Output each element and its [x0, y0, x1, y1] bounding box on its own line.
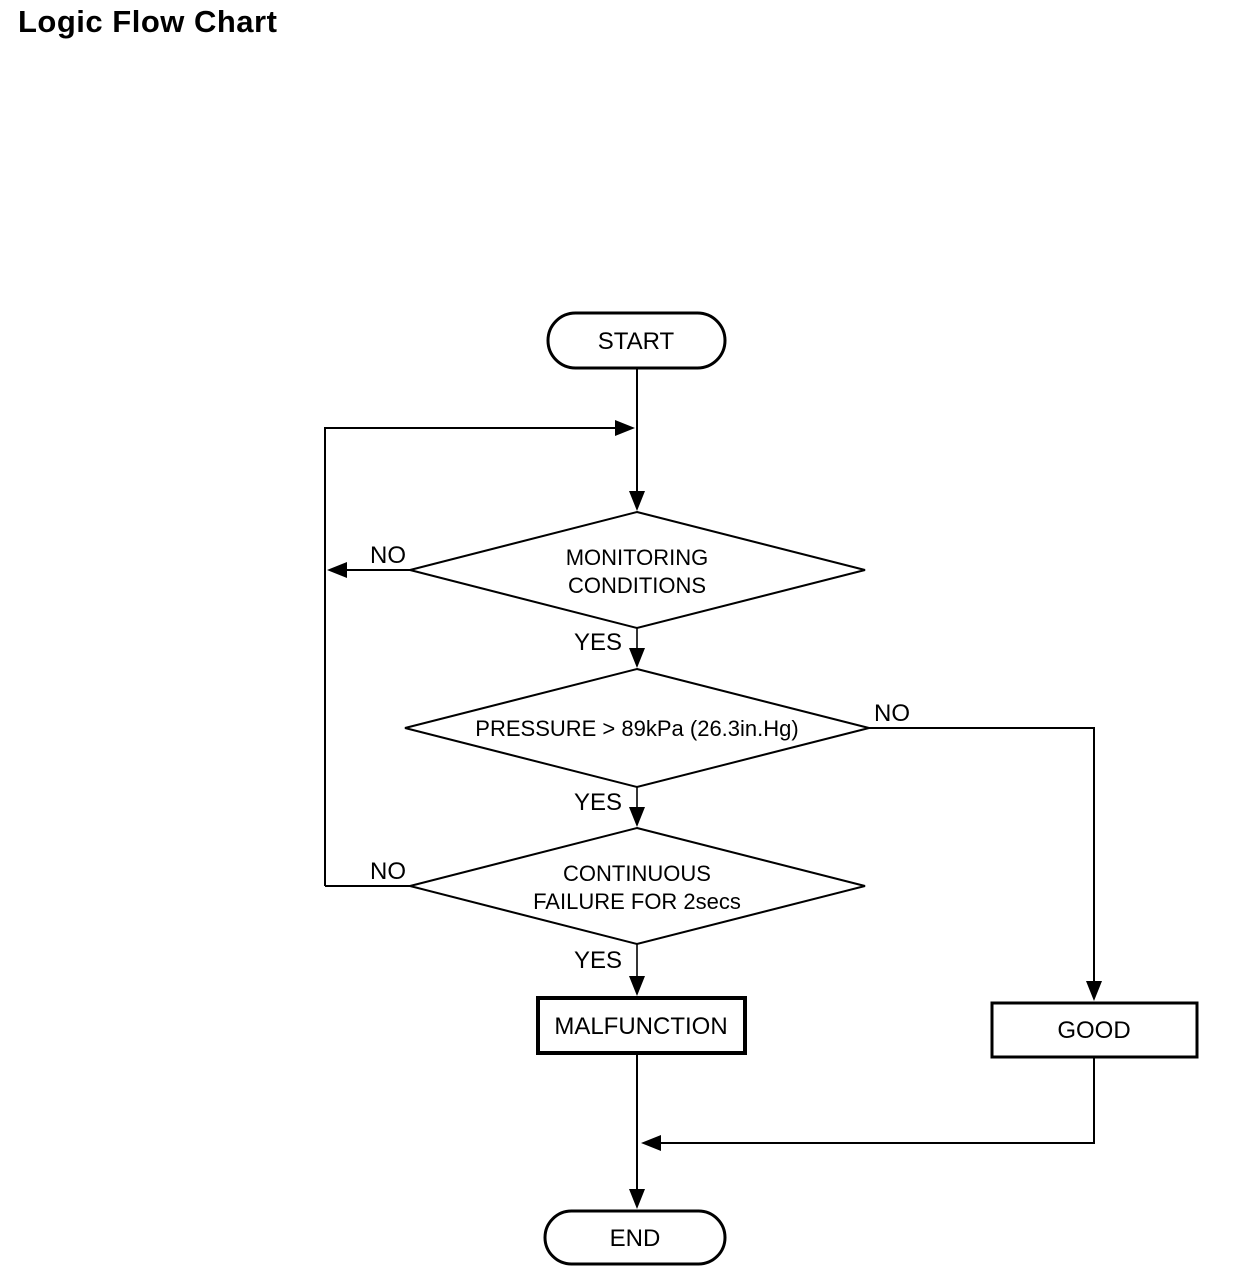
- node-decision-pressure: PRESSURE > 89kPa (26.3in.Hg): [404, 667, 870, 789]
- edge-monitoring-yes: YES: [574, 628, 645, 668]
- arrowhead-loop-reentry: [615, 420, 635, 436]
- arrowhead-into-monitoring: [629, 491, 645, 511]
- edge-continuous-yes: YES: [574, 944, 645, 996]
- edge-label-pressure-no: NO: [874, 700, 910, 727]
- malfunction-label: MALFUNCTION: [554, 1013, 727, 1040]
- edge-pressure-yes: YES: [574, 787, 645, 827]
- continuous-label-line1: CONTINUOUS: [563, 861, 711, 886]
- arrowhead-into-continuous: [629, 807, 645, 827]
- monitoring-label-line1: MONITORING: [566, 545, 709, 570]
- edge-continuous-no: NO: [325, 858, 410, 887]
- arrowhead-monitoring-no: [327, 562, 347, 578]
- arrowhead-into-good: [1086, 981, 1102, 1001]
- edge-good-to-merge-line: [660, 1057, 1095, 1144]
- node-good: GOOD: [990, 1001, 1199, 1059]
- good-box-shape: [990, 1001, 1199, 1059]
- edge-label-continuous-yes: YES: [574, 947, 622, 974]
- edge-label-continuous-no: NO: [370, 858, 406, 885]
- edge-pressure-no-line: [869, 727, 1095, 983]
- pressure-diamond-shape: [404, 667, 870, 789]
- malfunction-box-shape: [536, 996, 747, 1055]
- edge-pressure-no: NO: [869, 700, 1102, 1001]
- edge-label-monitoring-no: NO: [370, 542, 406, 569]
- page-title: Logic Flow Chart: [18, 4, 278, 39]
- arrowhead-good-merge: [641, 1135, 661, 1151]
- node-start: START: [546, 311, 727, 370]
- arrowhead-into-malfunction: [629, 976, 645, 996]
- pressure-label: PRESSURE > 89kPa (26.3in.Hg): [475, 716, 798, 741]
- end-label: END: [610, 1225, 661, 1252]
- node-end: END: [543, 1209, 727, 1266]
- edge-no-return-loop: [324, 420, 635, 886]
- monitoring-diamond-shape: [409, 510, 866, 630]
- node-malfunction: MALFUNCTION: [536, 996, 747, 1055]
- end-terminator-shape: [543, 1209, 727, 1266]
- node-decision-monitoring: MONITORING CONDITIONS: [409, 510, 866, 630]
- edge-monitoring-no: NO: [327, 542, 410, 578]
- edge-good-to-merge: [641, 1057, 1095, 1151]
- edge-malfunction-to-end: [629, 1053, 645, 1209]
- node-decision-continuous: CONTINUOUS FAILURE FOR 2secs: [409, 826, 866, 946]
- edge-no-return-loop-line: [324, 427, 615, 886]
- arrowhead-into-end: [629, 1189, 645, 1209]
- edge-label-pressure-yes: YES: [574, 789, 622, 816]
- good-label: GOOD: [1057, 1017, 1130, 1044]
- edge-label-monitoring-yes: YES: [574, 629, 622, 656]
- start-terminator-shape: [546, 311, 727, 370]
- continuous-diamond-shape: [409, 826, 866, 946]
- monitoring-label-line2: CONDITIONS: [568, 573, 706, 598]
- edge-start-to-monitoring: [629, 368, 645, 511]
- arrowhead-into-pressure: [629, 648, 645, 668]
- continuous-label-line2: FAILURE FOR 2secs: [533, 889, 741, 914]
- start-label: START: [598, 328, 675, 355]
